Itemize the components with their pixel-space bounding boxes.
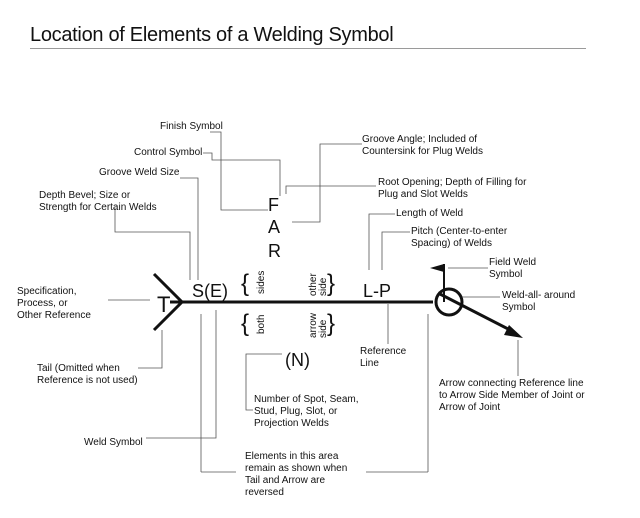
page-title: Location of Elements of a Welding Symbol — [30, 24, 394, 46]
groove-angle-label: Groove Angle; Included of Countersink fo… — [362, 134, 483, 157]
number-of-spot-label: Number of Spot, Seam, Stud, Plug, Slot, … — [254, 394, 359, 429]
arrow-line — [437, 291, 515, 334]
brace-both-close: } — [327, 310, 336, 337]
both-text: both — [256, 314, 267, 334]
reference-line-label: Reference Line — [360, 346, 407, 369]
groove-weld-size-label: Groove Weld Size — [99, 167, 180, 178]
control-symbol-label: Control Symbol — [134, 147, 203, 158]
finish-symbol-label: Finish Symbol — [160, 121, 223, 132]
root-opening-label: Root Opening; Depth of Filling for Plug … — [378, 177, 527, 200]
arrow-connecting-label: Arrow connecting Reference line to Arrow… — [439, 378, 585, 413]
weld-all-around-label: Weld-all- around Symbol — [502, 290, 576, 313]
number-of-welds-symbol: (N) — [285, 350, 310, 370]
size-effective-throat-symbol: S(E) — [192, 281, 228, 301]
specification-label: Specification, Process, or Other Referen… — [17, 286, 91, 321]
title-divider — [30, 48, 586, 49]
tail-lines — [152, 272, 185, 332]
angle-A-symbol: A — [268, 217, 281, 237]
length-pitch-symbol: L-P — [363, 281, 392, 301]
brace-sides-open: { — [241, 270, 250, 297]
elements-remain-label: Elements in this area remain as shown wh… — [245, 451, 348, 498]
other-side-text: other side — [308, 273, 329, 296]
length-of-weld-label: Length of Weld — [396, 208, 464, 219]
field-weld-flag — [430, 264, 444, 272]
sides-text: sides — [256, 270, 267, 294]
arrow-side-text: arrow side — [308, 312, 329, 338]
tail-label: Tail (Omitted when Reference is not used… — [37, 363, 138, 386]
weld-symbol-label: Weld Symbol — [84, 437, 143, 448]
finish-F-symbol: F — [268, 195, 279, 215]
root-R-symbol: R — [268, 241, 281, 261]
brace-both-open: { — [241, 310, 250, 337]
depth-bevel-label: Depth Bevel; Size or Strength for Certai… — [39, 190, 157, 213]
arrow-head — [504, 325, 523, 338]
pitch-label: Pitch (Center-to-enter Spacing) of Welds — [411, 226, 508, 249]
field-weld-label: Field Weld Symbol — [489, 257, 537, 280]
leader-lines — [108, 131, 519, 473]
tail-T-symbol: T — [157, 292, 171, 317]
weld-all-around-circle — [434, 287, 464, 317]
brace-sides-close: } — [327, 270, 336, 297]
